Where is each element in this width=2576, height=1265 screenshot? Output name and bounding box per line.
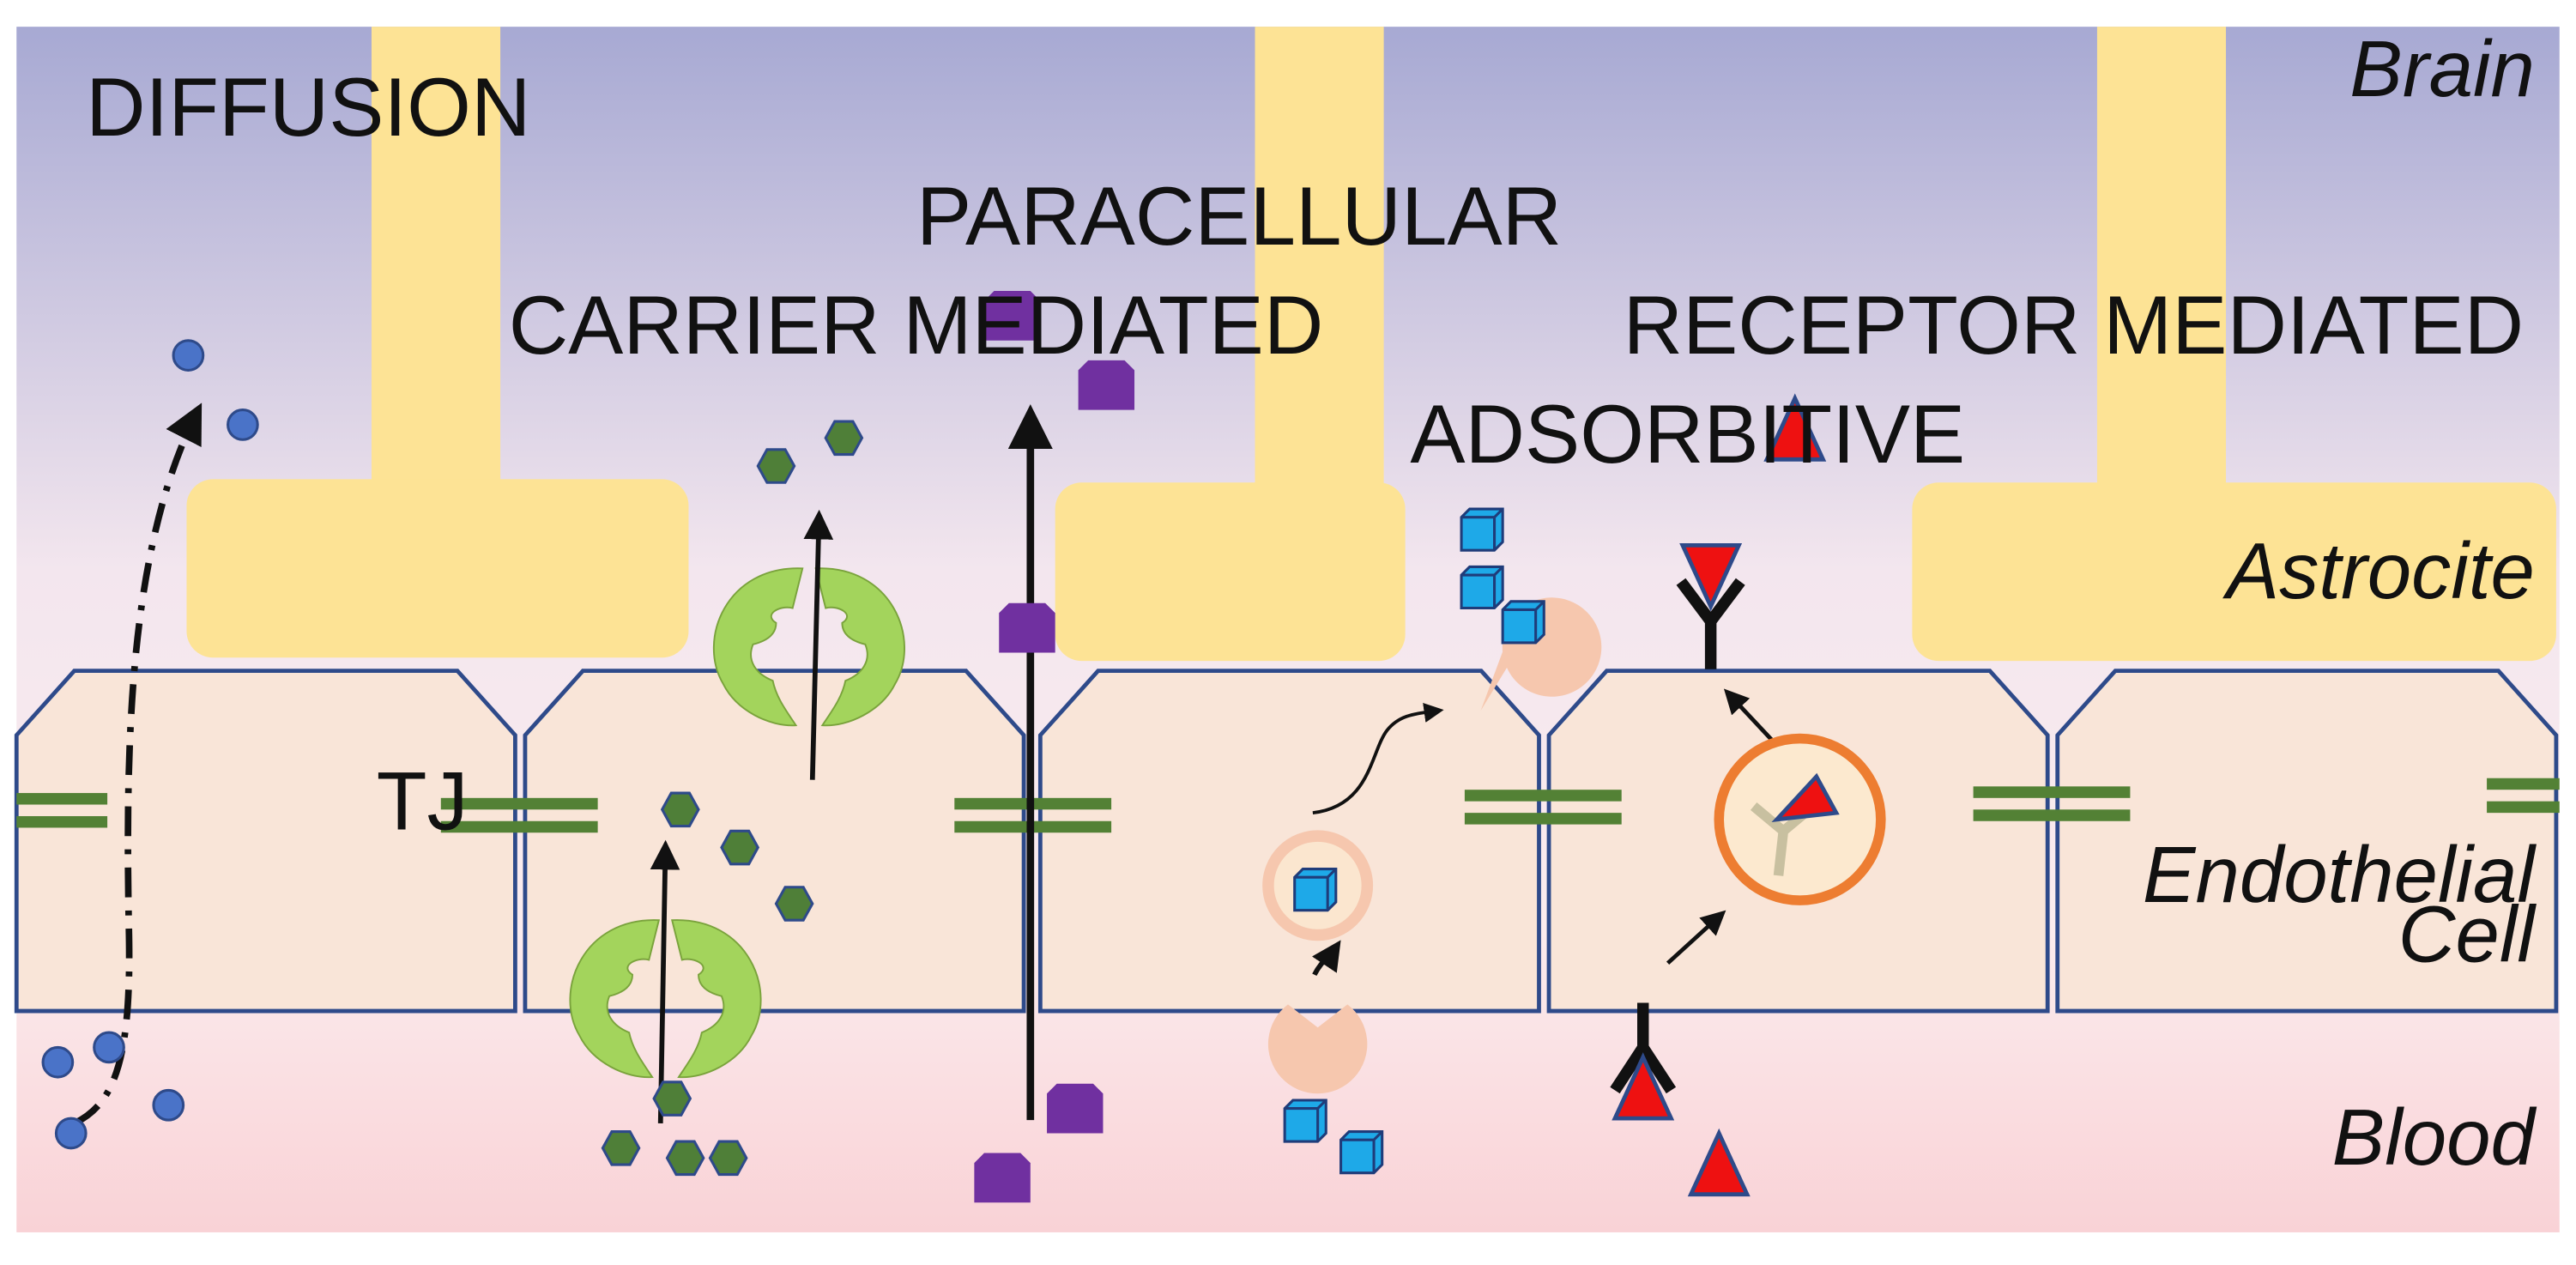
region-cell: Cell [2398, 889, 2537, 978]
cube-molecule-icon [1460, 507, 1504, 552]
hexagon-molecule-icon [601, 1130, 641, 1166]
hexagon-molecule-icon [824, 420, 864, 457]
cube-molecule-icon [1460, 565, 1504, 610]
circle-molecule-icon [227, 409, 259, 441]
label-tight-junction: TJ [377, 755, 469, 847]
circle-molecule-icon [93, 1031, 125, 1064]
y-antibody-icon [1676, 578, 1745, 669]
cube-molecule-icon [1293, 868, 1338, 912]
endothelial-cell-1 [14, 669, 517, 1014]
receptor-arrow-upper [1723, 688, 1777, 745]
adsorbitive-arrow-up [1311, 940, 1341, 977]
square-molecule-icon [1047, 1083, 1104, 1134]
carrier-arrow-lower [650, 839, 680, 1123]
region-blood: Blood [2332, 1092, 2537, 1182]
carrier-arrow-upper [803, 509, 834, 780]
carrier-mediated-pathway [569, 420, 905, 1177]
label-diffusion: DIFFUSION [86, 62, 530, 154]
diffusion-arrow [72, 402, 203, 1127]
circle-molecule-icon [54, 1117, 88, 1150]
label-receptor-mediated: RECEPTOR MEDIATED [1624, 280, 2524, 372]
hexagon-molecule-icon [665, 1140, 705, 1177]
diffusion-pathway [41, 339, 259, 1150]
pacman-receptor-icon [1267, 1004, 1368, 1094]
circle-molecule-icon [152, 1088, 185, 1122]
circle-molecule-icon [41, 1045, 75, 1079]
region-astrocite: Astrocite [2222, 526, 2535, 615]
astrocyte-processes [186, 27, 2556, 662]
hexagon-molecule-icon [756, 448, 796, 484]
label-paracellular: PARACELLULAR [916, 171, 1562, 263]
y-antibody-icon [1610, 1002, 1677, 1094]
adsorbitive-arrow-curve [1312, 703, 1444, 815]
cube-molecule-icon [1339, 1130, 1384, 1175]
square-molecule-icon [999, 602, 1055, 653]
hexagon-molecule-icon [774, 886, 814, 922]
region-endothelial: Endothelial [2143, 830, 2537, 919]
endothelial-cell-5 [2055, 669, 2559, 1014]
paracellular-pathway [974, 291, 1135, 1203]
label-carrier-mediated: CARRIER MEDIATED [509, 280, 1324, 372]
receptor-mediated-pathway [1610, 398, 1886, 1195]
receptor-arrow-lower [1666, 910, 1726, 965]
adsorbitive-pathway [1262, 507, 1602, 1175]
cube-molecule-icon [1501, 600, 1545, 645]
hexagon-molecule-icon [661, 791, 700, 828]
hexagon-molecule-icon [708, 1140, 748, 1177]
hexagon-molecule-icon [652, 1080, 692, 1117]
label-adsorbitive: ADSORBITIVE [1410, 389, 1965, 481]
cube-molecule-icon [1283, 1099, 1327, 1143]
hexagon-molecule-icon [720, 829, 759, 866]
square-molecule-icon [974, 1153, 1031, 1203]
circle-molecule-icon [172, 339, 205, 372]
endothelial-cells [14, 669, 2559, 1014]
region-brain: Brain [2349, 24, 2535, 113]
